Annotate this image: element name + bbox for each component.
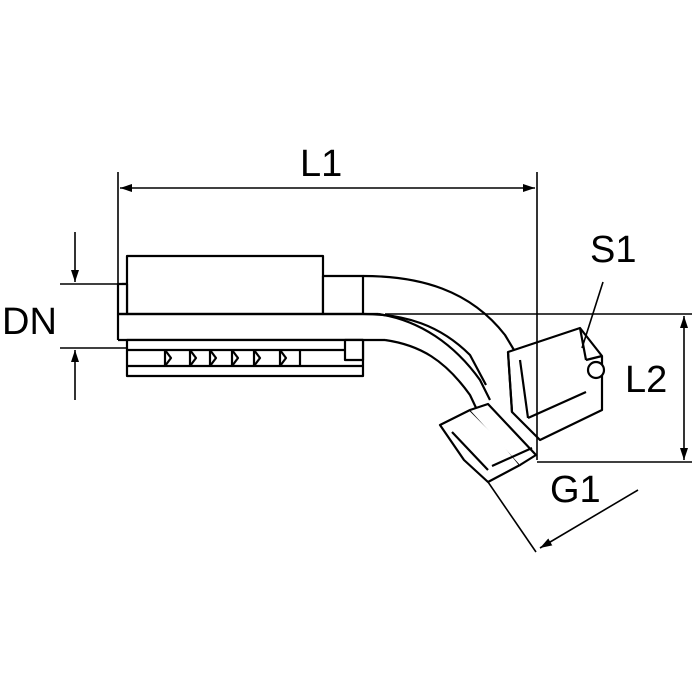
bent-tube <box>362 274 521 413</box>
hose-insert-barbs <box>125 338 365 378</box>
label-s1: S1 <box>590 229 636 271</box>
ferrule-step <box>116 282 129 316</box>
label-l2: L2 <box>625 359 667 401</box>
dimension-g1 <box>487 481 639 553</box>
dimension-l1 <box>117 172 538 460</box>
label-l1: L1 <box>300 143 342 185</box>
dimension-l2 <box>385 313 692 463</box>
nut-pin-hole <box>586 360 606 380</box>
collar <box>321 274 365 316</box>
dimension-dn <box>60 232 127 400</box>
label-dn: DN <box>2 301 57 343</box>
sealing-cone <box>438 402 538 484</box>
fitting-body <box>116 254 606 484</box>
swivel-nut <box>506 326 606 442</box>
dimension-lines <box>60 172 692 553</box>
ferrule-sleeve <box>125 254 325 316</box>
label-g1: G1 <box>550 469 601 511</box>
leader-s1 <box>581 281 604 349</box>
